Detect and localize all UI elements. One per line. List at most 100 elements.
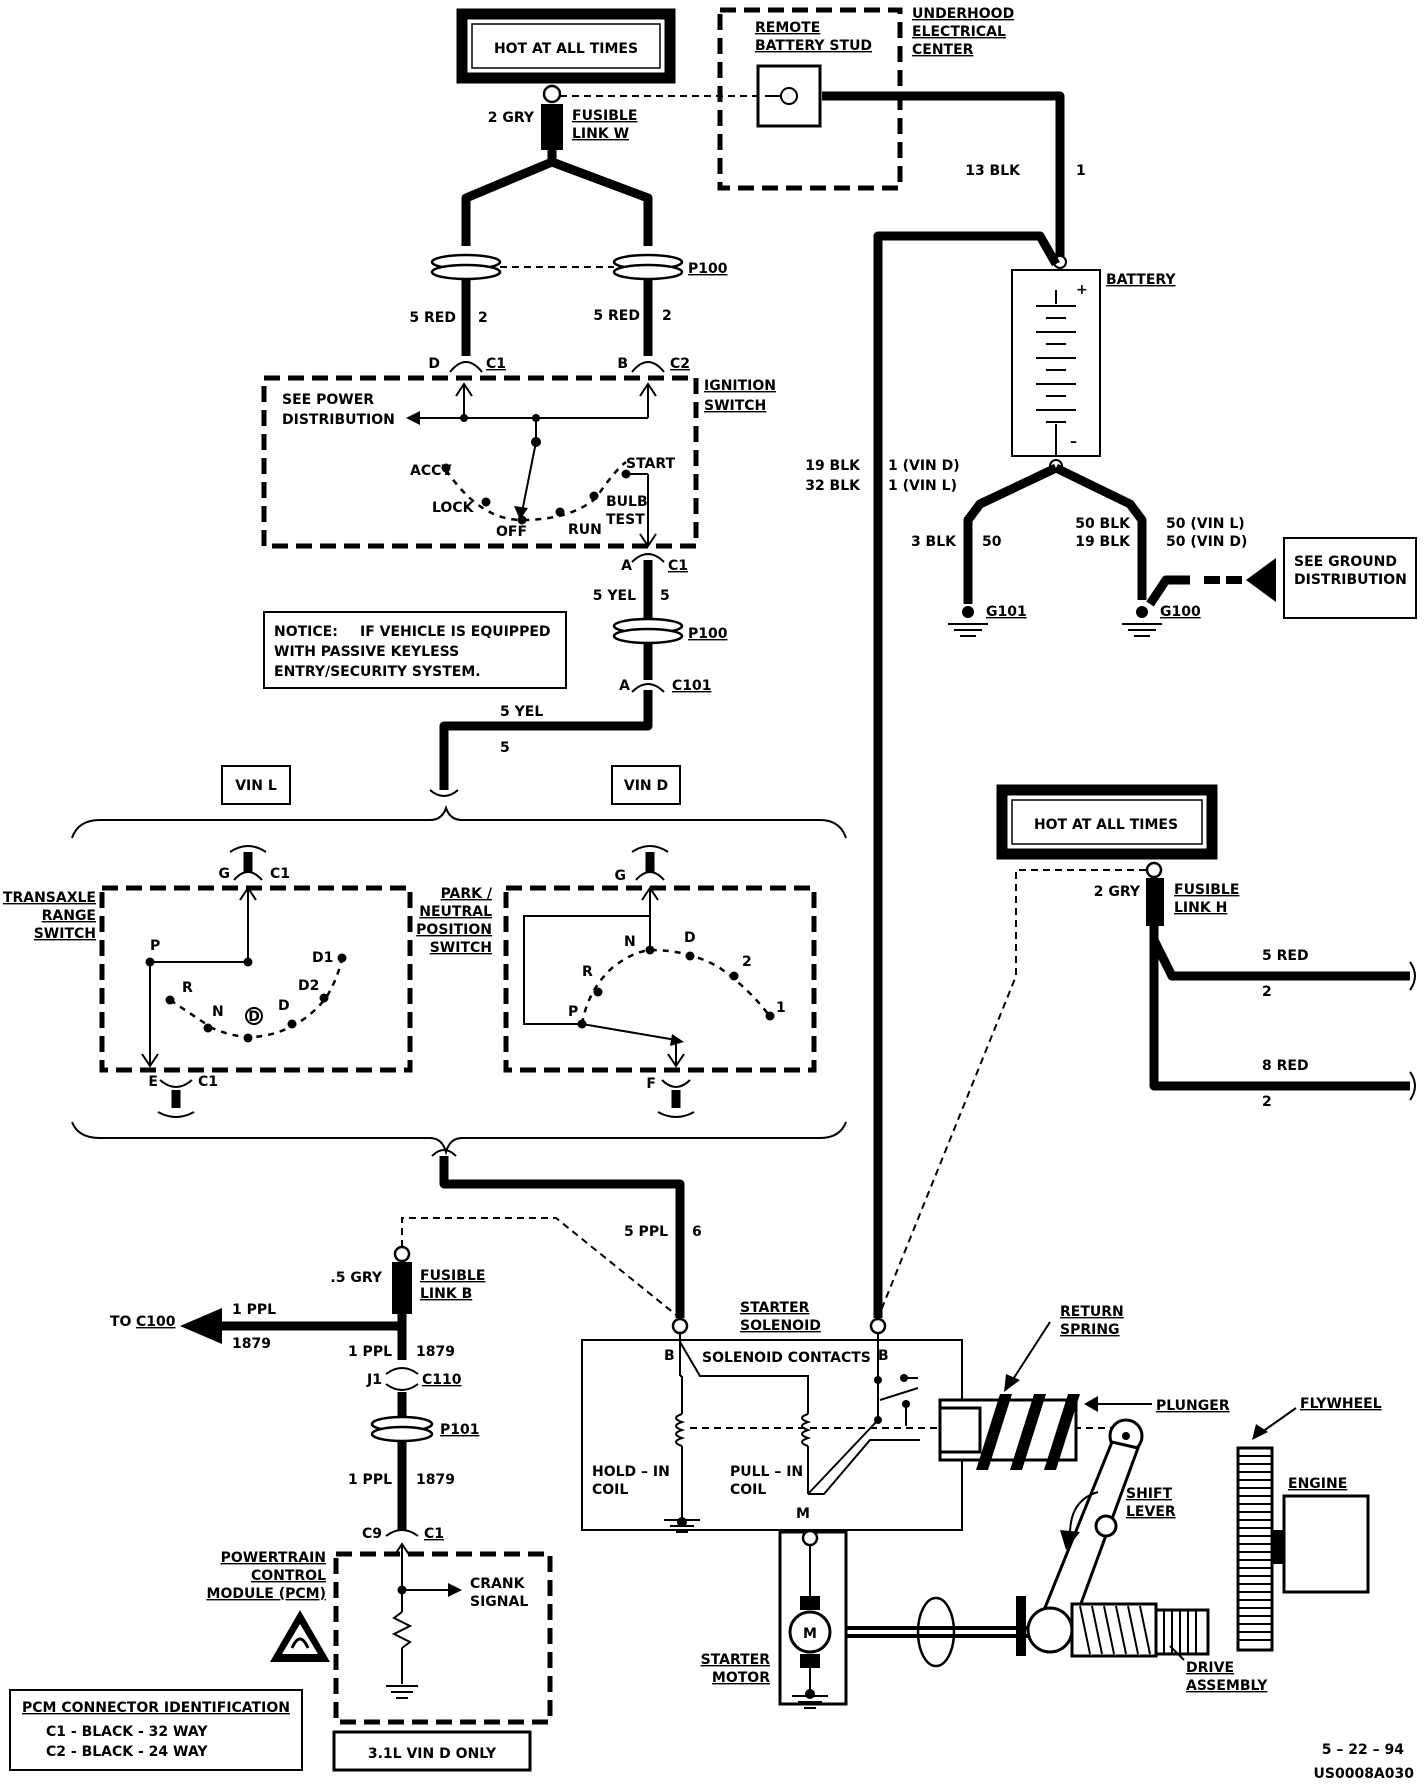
svg-text:VIN D: VIN D [624, 778, 668, 794]
park-neutral-position-switch: PARK / NEUTRAL POSITION SWITCH P R N D 2… [416, 885, 817, 1073]
fusible-link-h [1146, 878, 1164, 926]
svg-text:SWITCH: SWITCH [430, 940, 492, 956]
svg-text:1 (VIN L): 1 (VIN L) [888, 478, 957, 494]
svg-text:PULL – IN: PULL – IN [730, 1464, 803, 1480]
svg-text:D2: D2 [298, 978, 319, 994]
notice-box: NOTICE: IF VEHICLE IS EQUIPPED WITH PASS… [263, 611, 567, 689]
svg-text:FUSIBLE: FUSIBLE [1174, 882, 1239, 898]
svg-text:C1: C1 [270, 866, 290, 882]
svg-text:8 RED: 8 RED [1262, 1058, 1309, 1074]
svg-text:C100: C100 [136, 1314, 176, 1330]
svg-text:5 RED: 5 RED [593, 308, 640, 324]
svg-text:5: 5 [500, 740, 510, 756]
connector-p100-mid: P100 [612, 617, 728, 645]
svg-text:2: 2 [1262, 984, 1272, 1000]
svg-text:G: G [615, 868, 627, 884]
svg-text:TEST: TEST [606, 512, 645, 528]
vin-l-box: VIN L [221, 765, 291, 805]
svg-text:TO: TO [110, 1314, 132, 1330]
svg-text:2: 2 [662, 308, 672, 324]
svg-text:–: – [1070, 434, 1077, 450]
hot-at-all-times-box-right: HOT AT ALL TIMES [996, 784, 1218, 860]
svg-text:IGNITION: IGNITION [704, 378, 776, 394]
svg-text:WITH PASSIVE KEYLESS: WITH PASSIVE KEYLESS [274, 644, 459, 660]
svg-text:DISTRIBUTION: DISTRIBUTION [282, 412, 395, 428]
return-spring-label: RETURN SPRING [1004, 1304, 1124, 1392]
svg-text:1 PPL: 1 PPL [348, 1344, 392, 1360]
svg-text:SOLENOID CONTACTS: SOLENOID CONTACTS [702, 1350, 871, 1366]
svg-text:D: D [248, 1009, 260, 1025]
svg-text:C2: C2 [670, 356, 690, 372]
svg-text:FLYWHEEL: FLYWHEEL [1300, 1396, 1382, 1412]
svg-text:E: E [148, 1074, 158, 1090]
svg-text:+: + [1076, 282, 1088, 298]
svg-text:SEE GROUND: SEE GROUND [1294, 554, 1397, 570]
svg-text:SIGNAL: SIGNAL [470, 1594, 528, 1610]
svg-text:M: M [803, 1626, 817, 1642]
svg-text:N: N [212, 1004, 224, 1020]
svg-text:SHIFT: SHIFT [1126, 1486, 1173, 1502]
svg-text:2: 2 [1262, 1094, 1272, 1110]
fusible-link-w-terminal [542, 84, 562, 104]
svg-text:SPRING: SPRING [1060, 1322, 1120, 1338]
svg-text:IF VEHICLE IS EQUIPPED: IF VEHICLE IS EQUIPPED [360, 624, 551, 640]
svg-text:13 BLK: 13 BLK [965, 163, 1021, 179]
svg-text:2 GRY: 2 GRY [488, 110, 535, 126]
battery: BATTERY + – [1011, 269, 1176, 457]
svg-text:STARTER: STARTER [701, 1652, 771, 1668]
svg-text:D: D [684, 930, 696, 946]
svg-text:C1: C1 [668, 558, 688, 574]
svg-text:3.1L VIN D ONLY: 3.1L VIN D ONLY [368, 1746, 497, 1762]
ignition-switch: IGNITION SWITCH SEE POWER DISTRIBUTION A… [261, 375, 776, 549]
fusible-link-b [392, 1262, 412, 1314]
svg-text:2: 2 [478, 310, 488, 326]
svg-text:D1: D1 [312, 950, 333, 966]
svg-text:NEUTRAL: NEUTRAL [419, 904, 492, 920]
svg-text:C9: C9 [362, 1526, 382, 1542]
svg-text:1879: 1879 [416, 1472, 455, 1488]
svg-text:BATTERY STUD: BATTERY STUD [755, 38, 872, 54]
transaxle-range-switch: TRANSAXLE RANGE SWITCH P R N D D1 D2 D [3, 885, 413, 1073]
starter-motor: M STARTER MOTOR [701, 1529, 848, 1709]
svg-text:LINK H: LINK H [1174, 900, 1227, 916]
svg-text:HOT AT ALL TIMES: HOT AT ALL TIMES [1034, 817, 1178, 833]
footer-code: US0008A030 [1314, 1766, 1415, 1782]
svg-text:G: G [219, 866, 231, 882]
svg-text:5 YEL: 5 YEL [593, 588, 636, 604]
wire-13-blk [822, 91, 1065, 262]
svg-text:P: P [150, 938, 160, 954]
svg-text:RUN: RUN [568, 522, 602, 538]
svg-text:D: D [278, 998, 290, 1014]
svg-text:COIL: COIL [730, 1482, 766, 1498]
svg-text:J1: J1 [366, 1372, 382, 1388]
svg-text:M: M [796, 1506, 810, 1522]
svg-text:HOT AT ALL TIMES: HOT AT ALL TIMES [494, 41, 638, 57]
svg-text:B: B [878, 1348, 889, 1364]
svg-text:RETURN: RETURN [1060, 1304, 1124, 1320]
svg-text:SWITCH: SWITCH [34, 926, 96, 942]
svg-text:C1: C1 [198, 1074, 218, 1090]
svg-text:MOTOR: MOTOR [712, 1670, 770, 1686]
svg-text:BATTERY: BATTERY [1106, 272, 1176, 288]
svg-text:C1 - BLACK - 32 WAY: C1 - BLACK - 32 WAY [46, 1724, 208, 1740]
svg-text:2 GRY: 2 GRY [1094, 884, 1141, 900]
svg-text:32 BLK: 32 BLK [805, 478, 861, 494]
hot-at-all-times-box-top: HOT AT ALL TIMES [456, 8, 676, 84]
svg-text:C1: C1 [486, 356, 506, 372]
svg-text:NOTICE:: NOTICE: [274, 624, 338, 640]
svg-text:ACCY: ACCY [410, 463, 452, 479]
svg-text:50 BLK: 50 BLK [1075, 516, 1131, 532]
svg-text:1 (VIN D): 1 (VIN D) [888, 458, 960, 474]
svg-text:2: 2 [742, 954, 752, 970]
svg-text:SEE POWER: SEE POWER [282, 392, 374, 408]
starter-solenoid: STARTER SOLENOID B B SOLENOID CONTACTS H [581, 1300, 1120, 1533]
svg-text:LINK B: LINK B [420, 1286, 472, 1302]
svg-text:G100: G100 [1160, 604, 1201, 620]
svg-text:5 YEL: 5 YEL [500, 704, 543, 720]
svg-text:ELECTRICAL: ELECTRICAL [912, 24, 1006, 40]
underhood-electrical-center-label: UNDERHOOD ELECTRICAL CENTER [912, 6, 1014, 58]
svg-text:VIN L: VIN L [235, 778, 277, 794]
ground-g101: G101 [948, 604, 1027, 637]
svg-text:5 RED: 5 RED [409, 310, 456, 326]
